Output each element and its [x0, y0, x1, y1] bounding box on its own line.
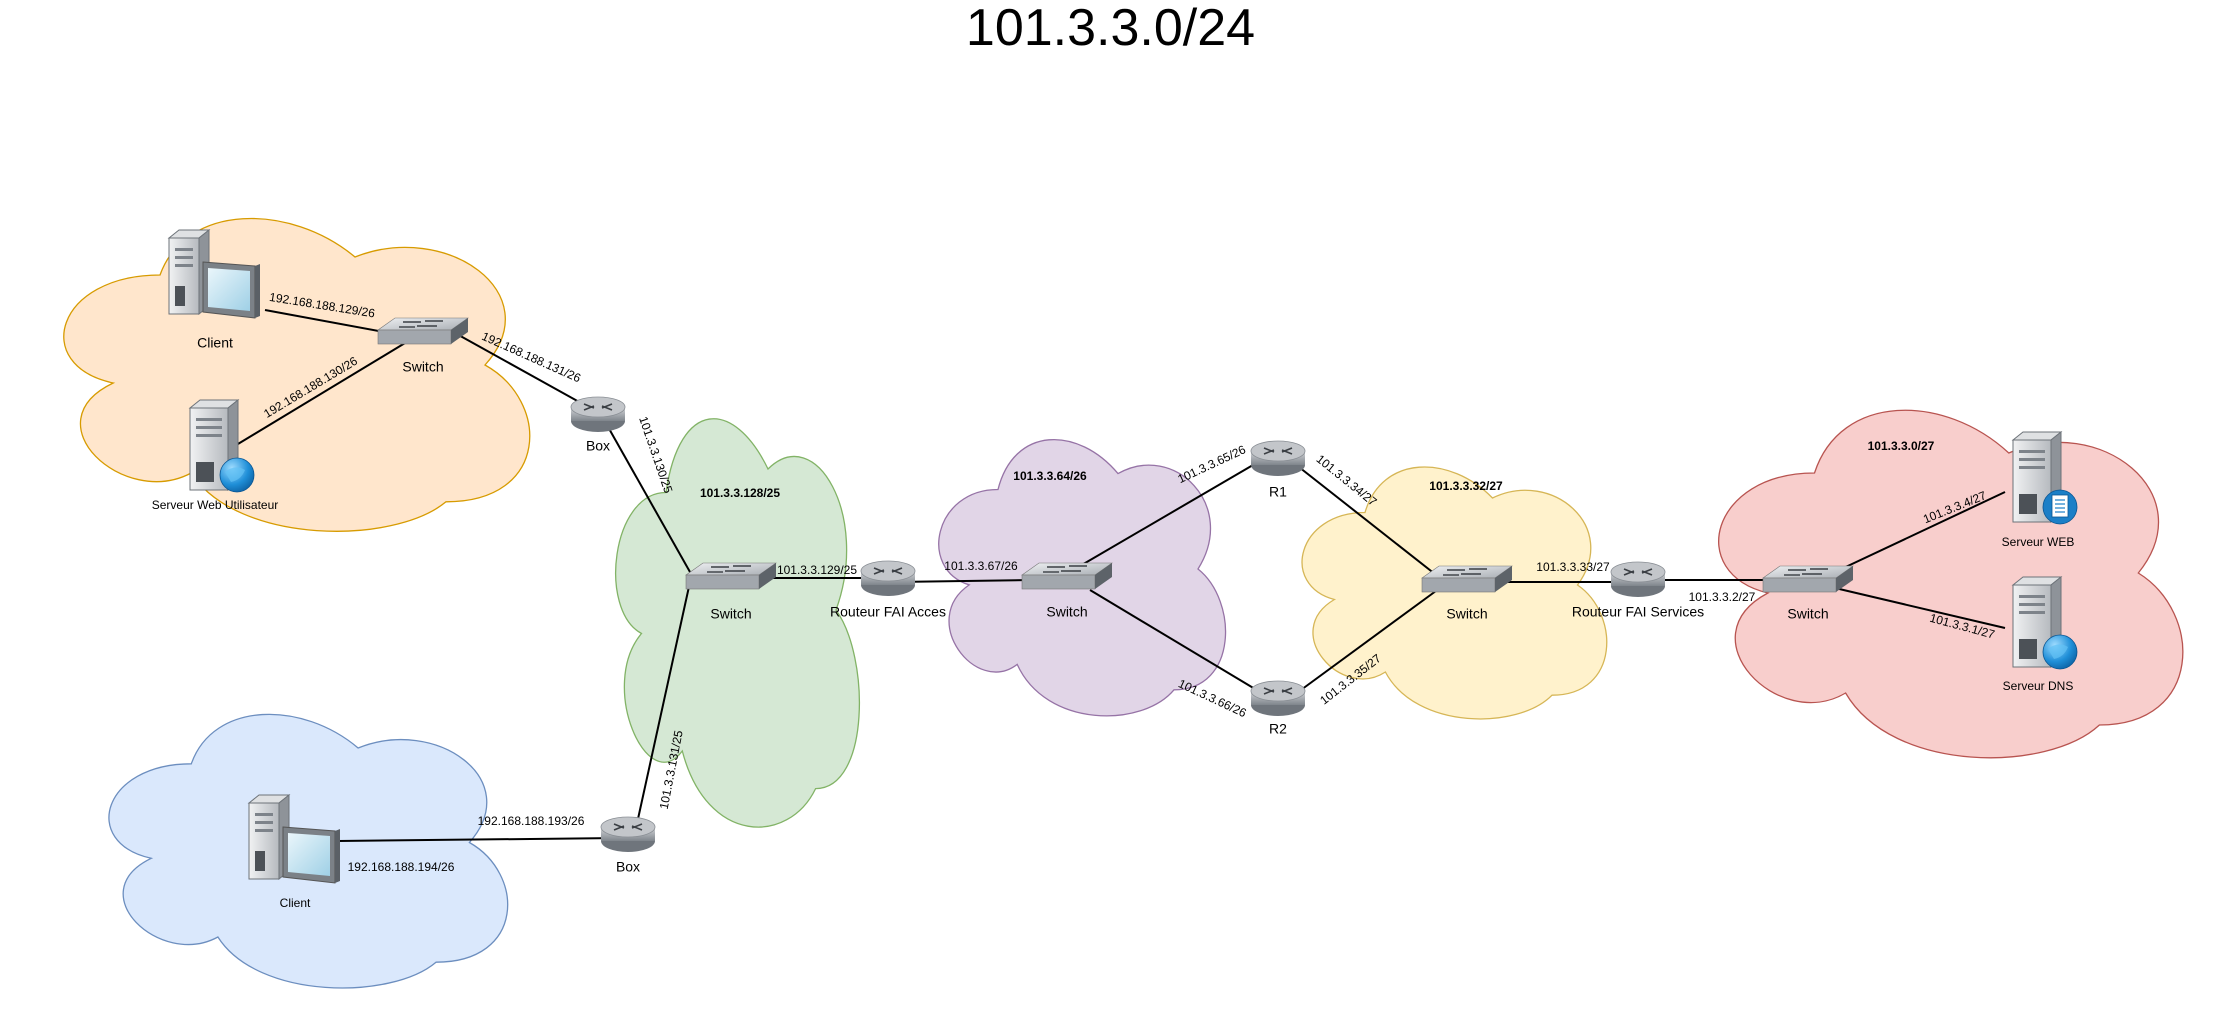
cloud-green — [615, 418, 861, 828]
webserver-user: Serveur Web Utilisateur — [152, 398, 279, 512]
link-r1-switch-yellow — [1289, 459, 1441, 579]
node-label: Box — [586, 438, 610, 454]
switch-red: Switch — [1762, 565, 1854, 622]
node-label: Client — [197, 335, 233, 351]
box-bottom: Box — [600, 816, 656, 875]
link-box-top-switch-green — [602, 417, 691, 573]
node-label: R2 — [1269, 721, 1287, 737]
link-address-label: 101.3.3.2/27 — [1689, 590, 1756, 604]
node-label: Switch — [710, 606, 751, 622]
switch-icon — [377, 317, 469, 345]
node-label: Switch — [1446, 606, 1487, 622]
link-address-label: 192.168.188.194/26 — [348, 860, 455, 874]
router-fai-acces: Routeur FAI Acces — [830, 560, 946, 620]
switch-yellow: Switch — [1421, 565, 1513, 622]
subnet-label: 101.3.3.0/27 — [1868, 439, 1935, 453]
box-top: Box — [570, 396, 626, 454]
switch-icon — [1021, 562, 1113, 590]
node-label: Switch — [1787, 606, 1828, 622]
link-switch-green-box-bottom — [635, 581, 691, 829]
switch-icon — [1421, 565, 1513, 593]
r2: R2 — [1250, 680, 1306, 737]
node-label: Serveur WEB — [2002, 535, 2075, 549]
desktop-computer-icon — [247, 793, 340, 884]
node-label: R1 — [1269, 484, 1287, 500]
file-server-icon — [2011, 430, 2078, 525]
switch-orange: Switch — [377, 317, 469, 375]
link-webserver-user-switch-orange — [227, 339, 411, 451]
switch-green: Switch — [685, 562, 777, 622]
node-label: Serveur Web Utilisateur — [152, 498, 279, 512]
router-icon — [1250, 440, 1306, 476]
link-address-label: 101.3.3.33/27 — [1536, 560, 1610, 574]
diagram-title: 101.3.3.0/24 — [965, 0, 1256, 57]
node-label: Routeur FAI Services — [1572, 604, 1704, 620]
link-switch-purple-r2 — [1089, 589, 1266, 696]
link-address-label: 101.3.3.130/25 — [636, 415, 675, 496]
link-address-label: 101.3.3.129/25 — [777, 563, 857, 577]
serveur-dns: Serveur DNS — [2003, 575, 2078, 693]
switch-icon — [685, 562, 777, 590]
router-icon — [1250, 680, 1306, 716]
link-switch-purple-r1 — [1079, 457, 1266, 567]
dns-server-icon — [2011, 575, 2078, 670]
desktop-computer-icon — [167, 228, 260, 319]
node-label: Serveur DNS — [2003, 679, 2074, 693]
subnet-label: 101.3.3.32/27 — [1429, 479, 1503, 493]
client-top: Client — [167, 228, 260, 351]
router-icon — [1610, 561, 1666, 597]
subnet-label: 101.3.3.64/26 — [1013, 469, 1087, 483]
link-switch-orange-box-top — [454, 332, 591, 409]
link-address-label: 192.168.188.193/26 — [478, 814, 585, 828]
node-label: Routeur FAI Acces — [830, 604, 946, 620]
link-r2-switch-yellow — [1289, 587, 1441, 699]
link-address-label: 101.3.3.34/27 — [1314, 452, 1380, 509]
router-icon — [600, 816, 656, 852]
client-bottom: Client — [247, 793, 340, 910]
link-client-top-switch-orange — [264, 309, 396, 335]
link-client-bottom-box-bottom — [337, 837, 621, 842]
link-address-label: 101.3.3.65/26 — [1175, 442, 1248, 486]
router-fai-services: Routeur FAI Services — [1572, 561, 1704, 620]
router-icon — [570, 396, 626, 432]
cloud-orange — [63, 217, 531, 532]
link-switch-red-serveur-dns — [1834, 587, 2006, 629]
link-switch-red-serveur-web — [1834, 491, 2006, 573]
node-label: Switch — [402, 359, 443, 375]
node-label: Client — [280, 896, 311, 910]
subnet-label: 101.3.3.128/25 — [700, 486, 780, 500]
node-label: Switch — [1046, 604, 1087, 620]
r1: R1 — [1250, 440, 1306, 500]
switch-purple: Switch — [1021, 562, 1113, 620]
link-address-label: 101.3.3.67/26 — [944, 559, 1018, 573]
serveur-web: Serveur WEB — [2002, 430, 2078, 549]
web-server-icon — [188, 398, 255, 493]
link-router-fai-acces-switch-purple — [894, 579, 1031, 583]
switch-icon — [1762, 565, 1854, 593]
link-address-label: 101.3.3.66/26 — [1176, 676, 1249, 720]
node-label: Box — [616, 859, 640, 875]
router-icon — [860, 560, 916, 596]
